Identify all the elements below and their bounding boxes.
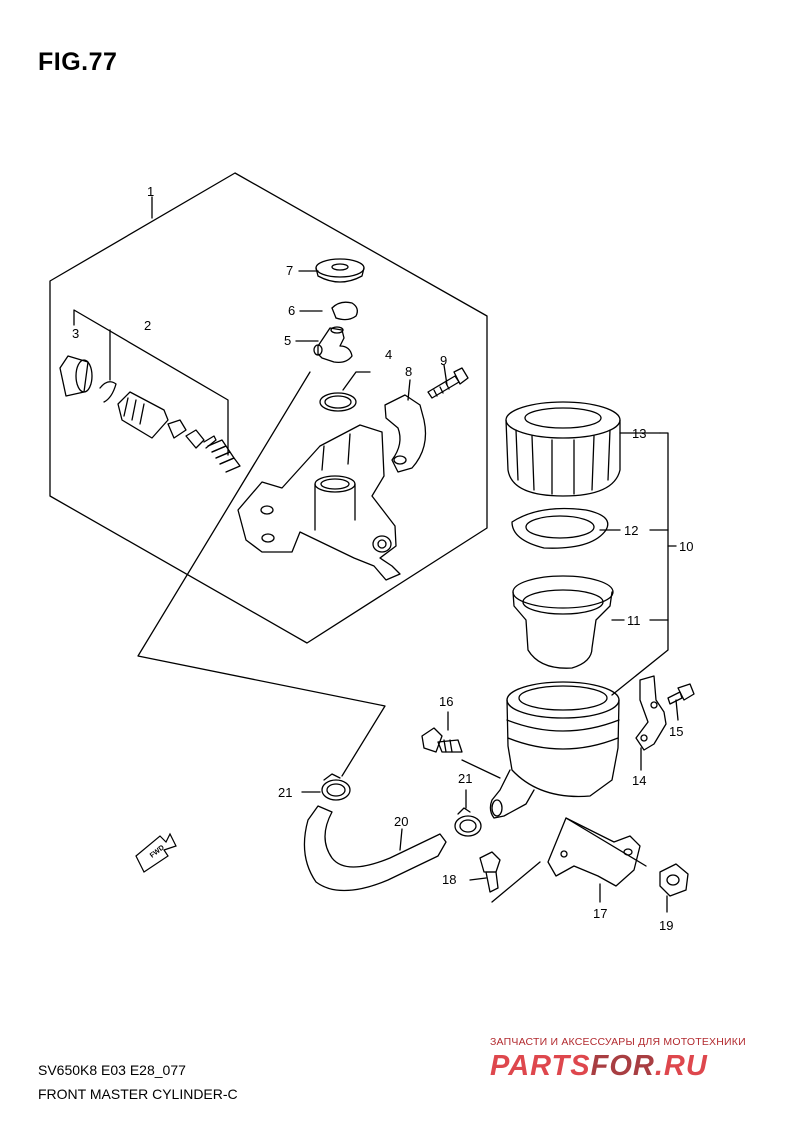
callout-18: 18 <box>442 872 456 887</box>
callout-14: 14 <box>632 773 646 788</box>
callout-7: 7 <box>286 263 293 278</box>
bolt-part-16 <box>421 727 463 753</box>
callout-3: 3 <box>72 326 79 341</box>
forward-arrow-icon: FWD <box>135 832 177 873</box>
bolt-part-15 <box>667 683 695 705</box>
callout-6: 6 <box>288 303 295 318</box>
model-code: SV650K8 E03 E28_077 <box>38 1062 186 1078</box>
watermark-logo-part-a: PARTS <box>490 1050 591 1082</box>
callout-17: 17 <box>593 906 607 921</box>
callout-13: 13 <box>632 426 646 441</box>
callout-8: 8 <box>405 364 412 379</box>
reservoir-part-10 <box>489 681 620 819</box>
callout-1: 1 <box>147 184 154 199</box>
clamp-part-8 <box>384 394 427 473</box>
plate-part-12 <box>511 507 609 549</box>
bolt-part-18 <box>479 851 501 893</box>
callout-2: 2 <box>144 318 151 333</box>
callout-10: 10 <box>679 539 693 554</box>
hose-clamp-part-21-upper <box>321 773 351 801</box>
callout-9: 9 <box>440 353 447 368</box>
callout-15: 15 <box>669 724 683 739</box>
callout-11: 11 <box>627 613 641 628</box>
watermark-tagline: ЗАПЧАСТИ И АКСЕССУАРЫ ДЛЯ МОТОТЕХНИКИ <box>490 1036 746 1048</box>
callout-20: 20 <box>394 814 408 829</box>
callout-21-upper: 21 <box>278 785 292 800</box>
boot-part-3 <box>59 355 93 397</box>
hose-part-20 <box>303 805 447 892</box>
connector-part-5 <box>313 326 353 364</box>
hose-clamp-part-21-lower <box>454 807 482 837</box>
watermark-logo-part-b: FOR <box>590 1050 655 1082</box>
cap-part-7 <box>315 258 365 283</box>
figure-title: FIG.77 <box>38 48 118 76</box>
assembly-outline <box>49 172 488 644</box>
nut-part-19 <box>659 863 689 897</box>
figure-name: FRONT MASTER CYLINDER-C <box>38 1086 238 1102</box>
callout-12: 12 <box>624 523 638 538</box>
callout-5: 5 <box>284 333 291 348</box>
bolt-part-9 <box>427 367 469 399</box>
oring-part-4 <box>319 392 357 412</box>
reservoir-cap-part-13 <box>505 401 621 497</box>
hose-route-line <box>137 371 386 777</box>
circlip-part-6 <box>331 301 358 321</box>
callout-21-lower: 21 <box>458 771 472 786</box>
stay-part-14 <box>635 675 667 751</box>
callout-19: 19 <box>659 918 673 933</box>
bracket-part-17 <box>547 817 641 887</box>
watermark-logo-part-c: .RU <box>654 1050 708 1082</box>
callout-4: 4 <box>385 347 392 362</box>
master-cylinder-body <box>237 424 401 581</box>
callout-16: 16 <box>439 694 453 709</box>
diaphragm-part-11 <box>512 575 614 669</box>
watermark-logo: PARTSFOR.RU <box>490 1050 708 1083</box>
